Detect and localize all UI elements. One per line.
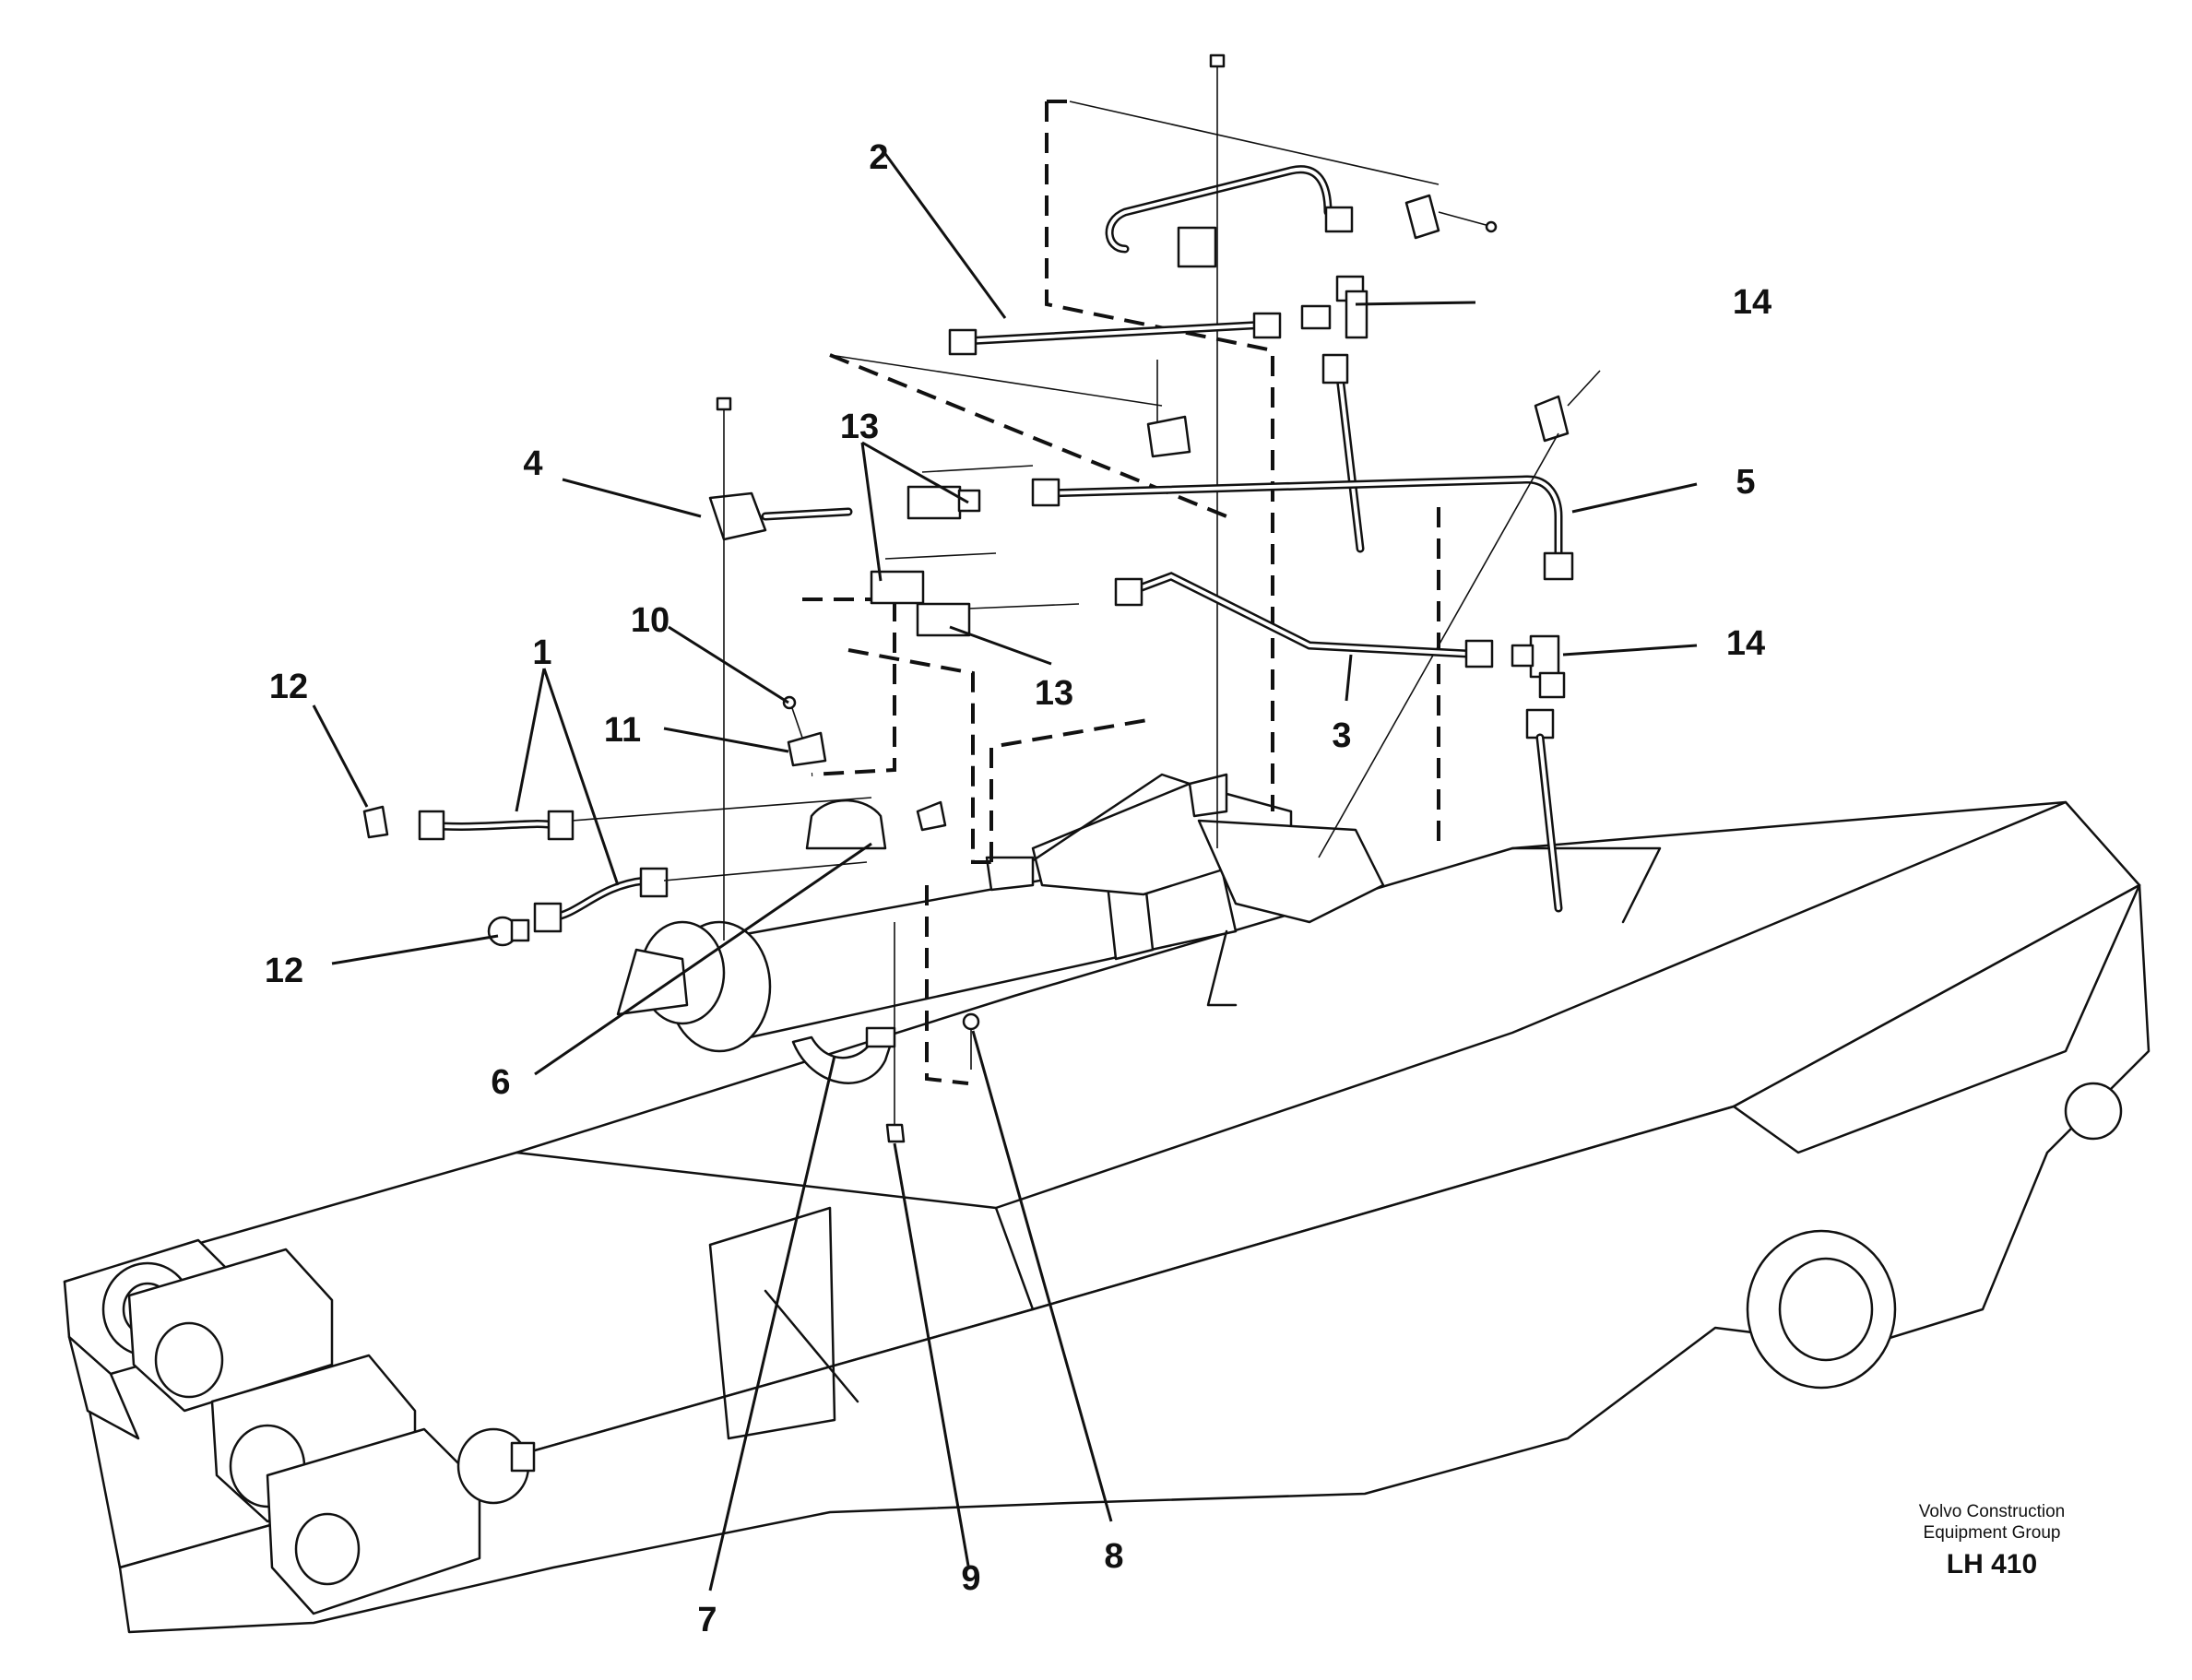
callout-14-bottom: 14 — [1725, 624, 1766, 663]
callout-12-top: 12 — [268, 668, 309, 706]
pipe-5 — [1031, 370, 1601, 858]
callout-11: 11 — [603, 711, 642, 750]
pipe-3 — [1114, 572, 1566, 913]
callout-7: 7 — [697, 1601, 717, 1639]
callout-8: 8 — [1104, 1537, 1124, 1576]
caption-line-2: Equipment Group — [1923, 1523, 2061, 1543]
upper-pipe-assembly — [948, 53, 1498, 848]
publisher-caption: Volvo Construction Equipment Group LH 41… — [1881, 1501, 2103, 1580]
leader-lines — [312, 147, 1698, 1591]
callout-3: 3 — [1332, 716, 1352, 755]
callout-2: 2 — [869, 138, 889, 177]
callout-4: 4 — [523, 444, 543, 483]
hydraulic-cylinder — [616, 773, 1385, 1053]
dashed-assembly-lines — [802, 100, 1440, 1085]
callout-13-top: 13 — [839, 408, 880, 446]
callout-5: 5 — [1736, 463, 1756, 502]
drawing-code: LH 410 — [1946, 1549, 2038, 1579]
callout-12-bottom: 12 — [264, 952, 304, 990]
callout-1: 1 — [532, 633, 552, 672]
boom-arm — [63, 800, 2151, 1634]
callout-9: 9 — [961, 1559, 981, 1598]
callout-10: 10 — [630, 601, 670, 640]
hoses-and-clamps — [362, 695, 980, 1143]
caption-line-1: Volvo Construction — [1918, 1502, 2066, 1521]
callout-6: 6 — [491, 1063, 511, 1102]
callout-14-top: 14 — [1732, 283, 1772, 322]
callout-13-bottom: 13 — [1034, 674, 1074, 713]
